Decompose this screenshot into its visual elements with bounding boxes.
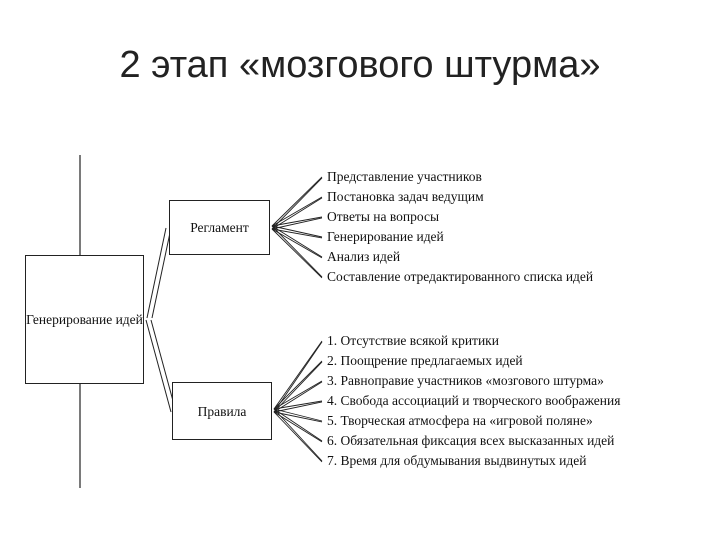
fan-line xyxy=(273,401,323,413)
fan-line xyxy=(273,400,323,410)
fan-line xyxy=(271,228,323,239)
fan-line xyxy=(273,408,323,422)
reglament-item: Ответы на вопросы xyxy=(327,209,440,224)
reglament-fan-lines xyxy=(271,176,323,279)
reglament-item: Постановка задач ведущим xyxy=(327,189,484,204)
slide-title: 2 этап «мозгового штурма» xyxy=(119,44,601,86)
fan-line xyxy=(273,411,323,423)
reglament-list: Представление участников Постановка зада… xyxy=(327,167,593,287)
rules-item: 4. Свобода ассоциаций и творческого вооб… xyxy=(327,393,621,408)
fan-line xyxy=(273,408,323,462)
fan-line xyxy=(273,340,323,410)
fan-line xyxy=(273,411,323,443)
fan-line xyxy=(273,408,323,442)
rules-item: 6. Обязательная фиксация всех высказанны… xyxy=(327,433,615,448)
rules-list: 1. Отсутствие всякой критики 2. Поощрени… xyxy=(327,331,620,471)
fan-line xyxy=(271,225,323,238)
branch-box-reglament: Регламент xyxy=(169,200,270,255)
root-to-reglament-connector xyxy=(146,227,172,319)
fan-line xyxy=(273,361,323,413)
rules-item: 3. Равноправие участников «мозгового шту… xyxy=(327,373,604,388)
fan-line xyxy=(271,216,323,227)
reglament-item: Анализ идей xyxy=(327,249,401,264)
fan-line xyxy=(271,197,323,230)
branch-box-rules: Правила xyxy=(172,382,272,440)
fan-line xyxy=(271,228,323,279)
fan-line xyxy=(273,341,323,413)
reglament-item: Генерирование идей xyxy=(327,229,444,244)
fan-line xyxy=(273,411,323,463)
rules-fan-lines xyxy=(273,340,323,463)
fan-line xyxy=(273,380,323,410)
branch-label-reglament: Регламент xyxy=(190,220,249,235)
fan-line xyxy=(273,360,323,410)
fan-line xyxy=(271,196,323,227)
rules-item: 2. Поощрение предлагаемых идей xyxy=(327,353,523,368)
fan-line xyxy=(271,217,323,230)
rules-item: 1. Отсутствие всякой критики xyxy=(327,333,499,348)
root-box-generating-ideas: Генерирование идей xyxy=(25,255,144,384)
root-label: Генерирование идей xyxy=(26,312,143,327)
rules-item: 7. Время для обдумывания выдвинутых идей xyxy=(327,453,587,468)
branch-label-rules: Правила xyxy=(197,403,247,419)
reglament-item: Представление участников xyxy=(327,169,482,184)
fan-line xyxy=(271,177,323,230)
fan-line xyxy=(271,225,323,278)
reglament-item: Составление отредактированного списка ид… xyxy=(327,269,594,284)
fan-line xyxy=(273,381,323,413)
fan-line xyxy=(271,225,323,258)
rules-item: 5. Творческая атмосфера на «игровой поля… xyxy=(327,413,593,428)
root-to-rules-connector xyxy=(145,319,177,413)
fan-line xyxy=(271,176,323,227)
fan-line xyxy=(271,228,323,259)
